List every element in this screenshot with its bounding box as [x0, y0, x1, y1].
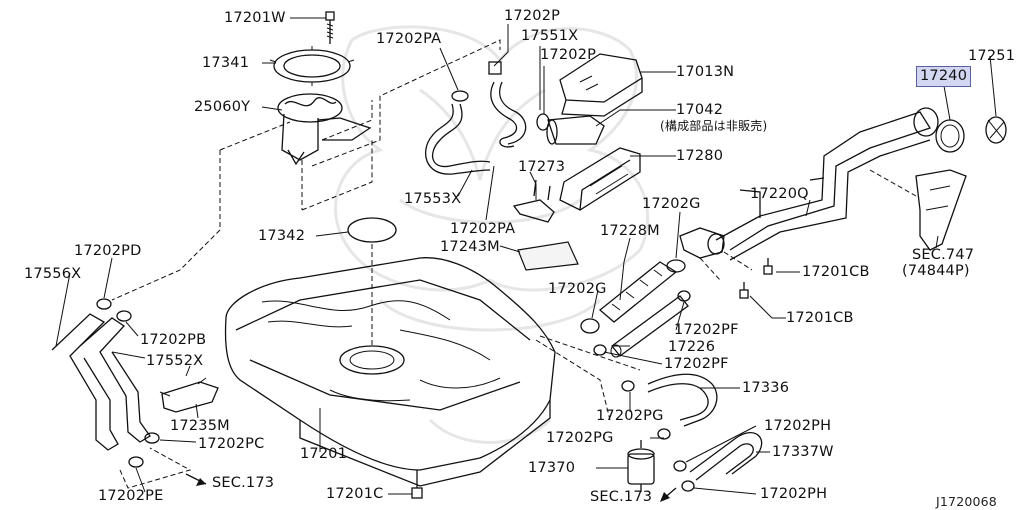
callout-17226: 17226 — [668, 339, 716, 355]
callout-17202ph-a: 17202PH — [764, 418, 832, 434]
callout-17013n: 17013N — [676, 64, 735, 80]
callout-17280: 17280 — [676, 148, 724, 164]
callout-17556x: 17556X — [24, 266, 82, 282]
hose-17553x — [424, 103, 491, 175]
vent-valve-17042 — [546, 115, 605, 145]
callout-17202pc: 17202PC — [198, 436, 265, 452]
fuel-filter-17370 — [627, 440, 655, 492]
callout-17201w: 17201W — [224, 10, 286, 26]
callout-17243m: 17243M — [440, 239, 500, 255]
nissan-emblem-watermark — [334, 25, 650, 444]
callout-17342: 17342 — [258, 228, 306, 244]
callout-17201c: 17201C — [326, 486, 384, 502]
bolt-17201c — [411, 470, 423, 499]
arrow-icon — [660, 487, 677, 502]
clip-17202pf-a — [677, 290, 691, 302]
callout-17202p-mid: 17202P — [540, 47, 597, 63]
clip-17202pg-b — [657, 428, 671, 440]
callout-17202pf-a: 17202PF — [674, 322, 739, 338]
arrow-icon — [185, 473, 207, 486]
callout-17553x: 17553X — [404, 191, 462, 207]
filler-tube-17220q — [715, 107, 939, 261]
canister-17013n — [559, 53, 643, 117]
bolt-17201cb-a — [763, 258, 773, 275]
filler-neck-clip — [679, 227, 725, 259]
hose-17337w — [689, 432, 763, 481]
cover-17280 — [559, 147, 641, 211]
callout-17202pe: 17202PE — [98, 488, 164, 504]
clip-17202pe — [128, 456, 144, 468]
clip-17202pc — [144, 432, 160, 444]
pump-unit-25060y — [277, 93, 372, 166]
callout-17341: 17341 — [202, 55, 250, 71]
callout-17201cb-a: 17201CB — [802, 264, 870, 280]
callout-sec173-left[interactable]: SEC.173 — [212, 475, 275, 491]
hose-17551x — [488, 61, 527, 148]
callout-17202pd: 17202PD — [74, 243, 142, 259]
callout-sec747-sub: (74844P) — [902, 263, 970, 279]
hose-17552x — [79, 317, 151, 443]
callout-17201: 17201 — [300, 446, 348, 462]
callout-17202g-top: 17202G — [642, 196, 701, 212]
callout-17202pf-b: 17202PF — [664, 356, 729, 372]
hose-17226 — [610, 295, 689, 358]
fuel-tank-17201 — [224, 257, 556, 487]
callout-sec173-right[interactable]: SEC.173 — [590, 489, 653, 505]
callout-17337w: 17337W — [772, 444, 834, 460]
callout-17202pb: 17202PB — [140, 332, 207, 348]
cap-17251 — [985, 116, 1007, 144]
ring-17240 — [935, 119, 965, 153]
bracket-17235m — [159, 365, 219, 413]
clip-17202pf-b — [593, 344, 607, 356]
callout-17202pa-mid: 17202PA — [450, 221, 516, 237]
label-17243m — [517, 241, 579, 271]
callout-17273: 17273 — [518, 159, 566, 175]
clip-17202pg-a — [621, 380, 635, 392]
lock-ring-17341 — [269, 46, 355, 86]
callout-17228m: 17228M — [600, 223, 660, 239]
callout-17201cb-b: 17201CB — [786, 310, 854, 326]
clip-17202pb — [116, 310, 132, 322]
callout-17552x: 17552X — [146, 353, 204, 369]
callout-17551x: 17551X — [521, 28, 579, 44]
callout-sec747[interactable]: SEC.747 — [912, 247, 975, 263]
gasket-17342 — [347, 217, 397, 243]
leader-lines — [55, 17, 997, 495]
callout-17251: 17251 — [968, 48, 1016, 64]
callout-17202p-top: 17202P — [504, 8, 561, 24]
hose-17336 — [647, 373, 718, 427]
clip-17202pd — [96, 298, 112, 310]
bolt-17201cb-b — [739, 282, 749, 299]
callout-17202pg-a: 17202PG — [596, 408, 664, 424]
callout-17220q: 17220Q — [750, 186, 809, 202]
bolt-17201w — [325, 11, 335, 44]
clip-17202pa-top — [451, 90, 469, 102]
hose-17556x — [51, 313, 119, 451]
callout-25060y: 25060Y — [194, 99, 251, 115]
callout-17042: 17042 — [676, 102, 724, 118]
splash-guard-sec747 — [915, 169, 967, 251]
callout-17202pg-b: 17202PG — [546, 430, 614, 446]
callout-17202g-mid: 17202G — [548, 281, 607, 297]
clip-17202ph-a — [673, 460, 687, 472]
callout-17235m: 17235M — [170, 418, 230, 434]
clip-17202g-top — [666, 259, 686, 273]
clip-17202ph-b — [681, 480, 695, 492]
diagram-reference-code: J1720068 — [936, 494, 997, 509]
callout-17042-note: (構成部品は非販売) — [660, 119, 768, 133]
callout-17202pa-top: 17202PA — [376, 31, 442, 47]
callout-17370: 17370 — [528, 460, 576, 476]
callout-17202ph-b: 17202PH — [760, 486, 828, 502]
clip-17202g-mid — [580, 318, 600, 334]
callout-17336: 17336 — [742, 380, 790, 396]
callout-17240-highlighted[interactable]: 17240 — [916, 66, 972, 87]
